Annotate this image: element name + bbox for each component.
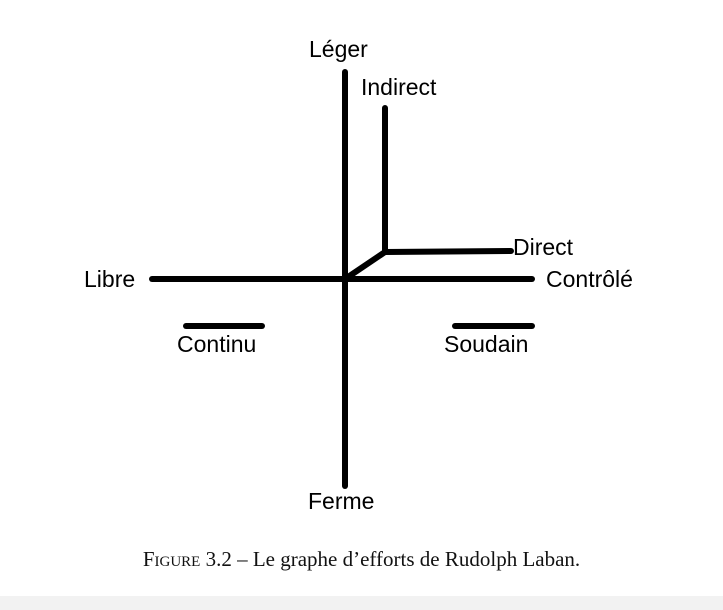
caption-number: 3.2 xyxy=(205,547,232,571)
direct-branch xyxy=(382,248,514,255)
label-leger: Léger xyxy=(309,36,368,62)
laban-effort-graph xyxy=(149,69,535,489)
caption-figure-word: Figure xyxy=(142,547,201,571)
indirect-branch xyxy=(342,105,388,282)
label-ferme: Ferme xyxy=(308,488,375,514)
label-soudain: Soudain xyxy=(444,331,529,357)
label-controle: Contrôlé xyxy=(546,266,633,292)
page-bottom-band xyxy=(0,596,723,610)
label-continu: Continu xyxy=(177,331,257,357)
figure-caption: Figure 3.2 – Le graphe d’efforts de Rudo… xyxy=(0,549,723,570)
label-indirect: Indirect xyxy=(361,74,437,100)
label-direct: Direct xyxy=(513,234,574,260)
caption-separator: – xyxy=(237,547,248,571)
caption-text: Le graphe d’efforts de Rudolph Laban. xyxy=(252,547,581,571)
label-libre: Libre xyxy=(84,266,136,292)
